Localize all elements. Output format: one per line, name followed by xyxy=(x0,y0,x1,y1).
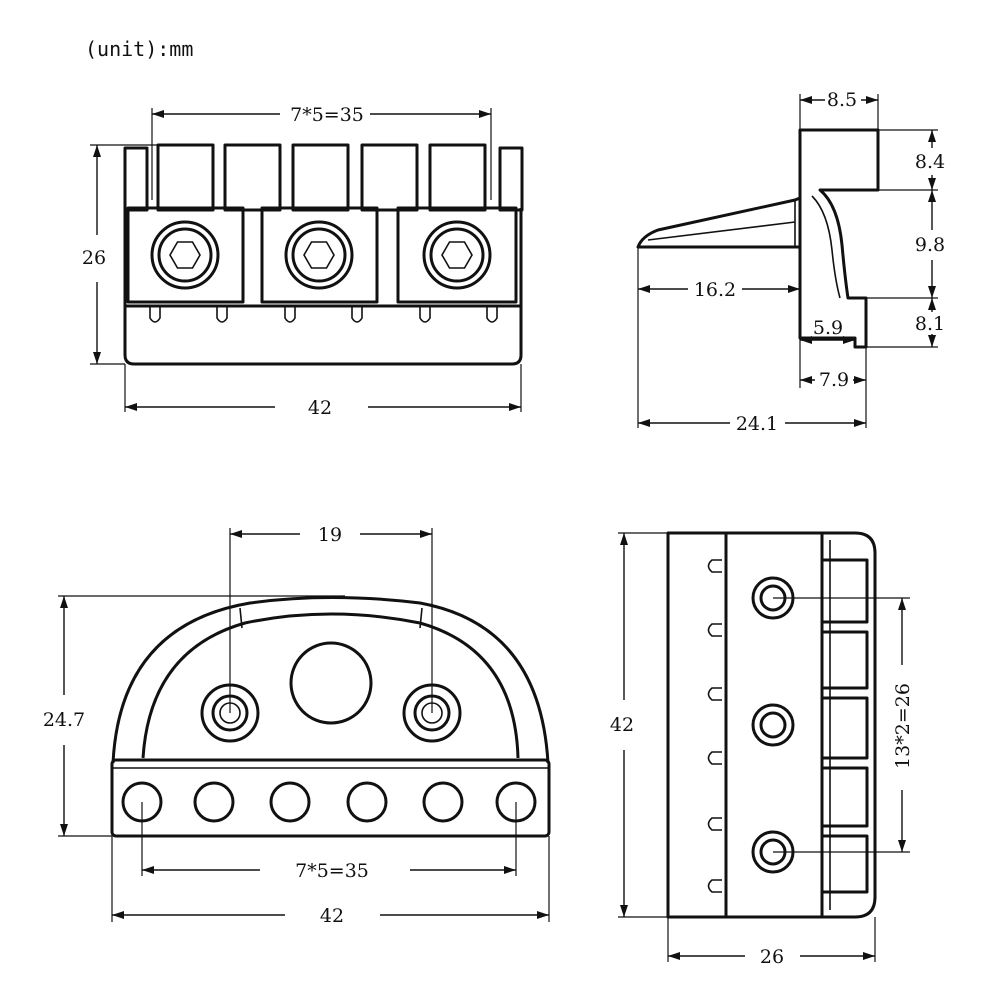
side-top-dimension: 8.5 xyxy=(827,89,857,111)
front-height-dimension: 26 xyxy=(82,247,106,269)
front-view-saddles xyxy=(123,143,524,212)
front-top-dimension: 7*5=35 xyxy=(290,104,364,126)
top-width-dimension: 42 xyxy=(320,905,344,927)
bottom-view-saddles xyxy=(820,540,869,910)
side-foot-dimension: 7.9 xyxy=(819,369,849,391)
front-width-dimension: 42 xyxy=(308,397,332,419)
top-hole-spacing-dimension: 19 xyxy=(318,524,342,546)
top-string-spacing-dimension: 7*5=35 xyxy=(295,860,369,882)
top-view-string-holes xyxy=(121,781,537,823)
bottom-view-notches xyxy=(707,559,722,893)
bottom-width-dimension: 26 xyxy=(760,946,784,968)
side-upper-dimension: 8.4 xyxy=(915,151,945,173)
unit-label: (unit):mm xyxy=(85,37,193,61)
side-tail-dimension: 16.2 xyxy=(694,279,736,301)
bottom-height-dimension: 42 xyxy=(610,714,634,736)
front-view: 7*5=35 26 42 xyxy=(82,104,524,419)
front-view-base xyxy=(123,208,523,366)
side-total-dimension: 24.1 xyxy=(736,413,778,435)
side-view: 8.5 8.4 9.8 8.1 16.2 5.9 xyxy=(636,89,945,435)
bottom-hole-spacing-dimension: 13*2=26 xyxy=(892,683,914,769)
side-step-dimension: 5.9 xyxy=(813,317,843,339)
bottom-view: 42 13*2=26 26 xyxy=(610,531,914,968)
top-height-dimension: 24.7 xyxy=(43,709,85,731)
front-view-blocks xyxy=(126,206,518,304)
side-mid-dimension: 9.8 xyxy=(915,234,945,256)
side-lower-dimension: 8.1 xyxy=(915,313,945,335)
top-view: 19 24.7 7*5=35 42 xyxy=(43,524,551,927)
